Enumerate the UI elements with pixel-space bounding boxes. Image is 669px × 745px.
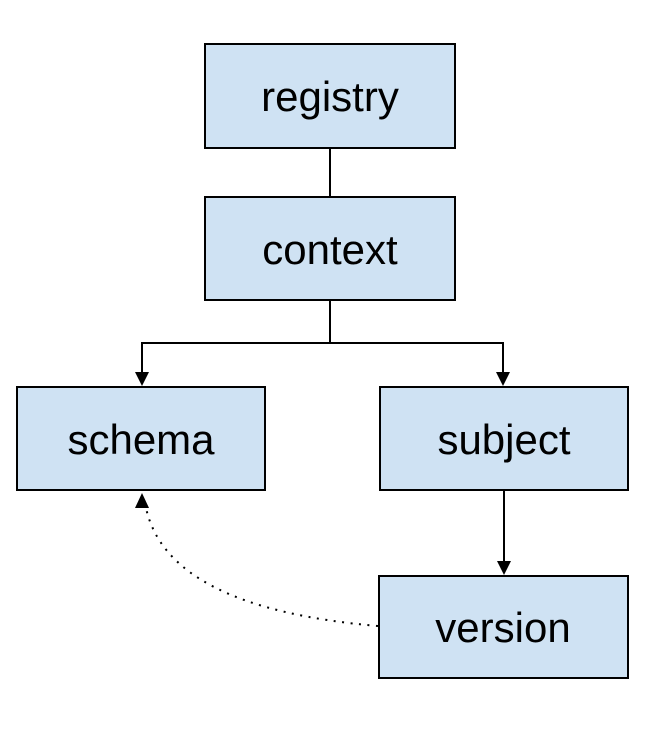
edge-context-subject [329, 300, 504, 373]
edge-context-schema [141, 300, 331, 373]
node-subject-box [379, 386, 629, 491]
node-context-box [204, 196, 456, 301]
edge-version-schema [145, 507, 379, 627]
node-schema-label: schema [67, 416, 215, 463]
node-version-box [378, 575, 629, 679]
node-subject-label: subject [437, 416, 570, 463]
arrowhead-context-subject [496, 372, 510, 386]
node-version-label: version [435, 604, 570, 651]
arrowhead-context-schema [135, 372, 149, 386]
node-registry-label: registry [261, 73, 399, 120]
arrowhead-subject-version [497, 561, 511, 575]
arrowhead-version-schema [135, 493, 149, 508]
node-registry-box [204, 43, 456, 149]
node-schema-box [16, 386, 266, 491]
node-context-label: context [262, 226, 398, 273]
